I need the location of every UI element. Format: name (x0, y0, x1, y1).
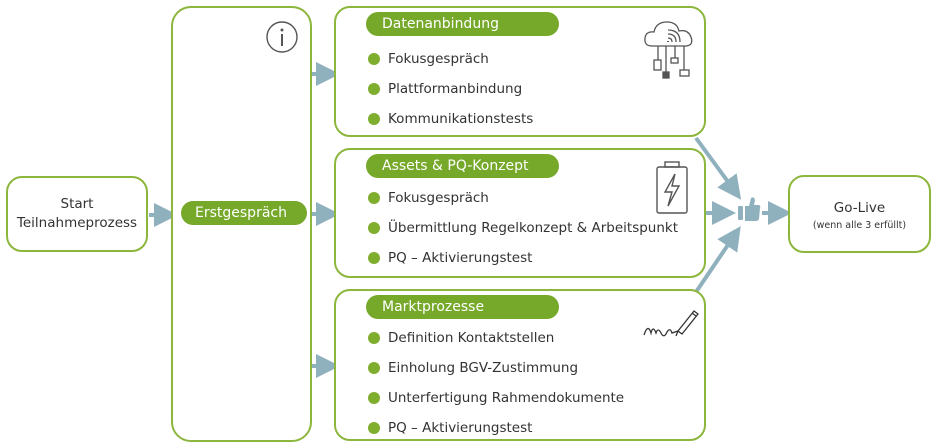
datenanbindung-title: Datenanbindung (366, 12, 559, 36)
golive-subtitle: (wenn alle 3 erfüllt) (812, 220, 907, 231)
arrow-marktprozesse-to-thumb (694, 226, 741, 294)
list-item: PQ – Aktivierungstest (368, 243, 678, 273)
start-line2: Teilnahmeprozess (16, 215, 138, 231)
list-item: Plattformanbindung (368, 74, 533, 104)
cloud-network-icon (642, 16, 698, 92)
start-box: Start Teilnahmeprozess (6, 176, 148, 252)
list-item: Unterfertigung Rahmendokumente (368, 383, 624, 413)
list-item: Einholung BGV-Zustimmung (368, 353, 624, 383)
marktprozesse-title: Marktprozesse (366, 295, 559, 319)
thumbs-up-icon (738, 197, 761, 221)
battery-charging-icon (654, 160, 690, 220)
golive-title: Go-Live (833, 200, 886, 216)
assets-title: Assets & PQ-Konzept (366, 154, 559, 178)
start-line1: Start (60, 196, 94, 212)
signature-pen-icon (642, 305, 702, 349)
list-item: Übermittlung Regelkonzept & Arbeitspunkt (368, 213, 678, 243)
erstgespraech-label: Erstgespräch (181, 201, 307, 225)
list-item: PQ – Aktivierungstest (368, 413, 624, 443)
list-item: Fokusgespräch (368, 44, 533, 74)
list-item: Kommunikationstests (368, 104, 533, 134)
arrow-datenanbindung-to-thumb (694, 136, 742, 200)
list-item: Definition Kontaktstellen (368, 323, 624, 353)
info-icon (265, 20, 299, 58)
golive-box: Go-Live (wenn alle 3 erfüllt) (788, 175, 931, 253)
list-item: Fokusgespräch (368, 183, 678, 213)
